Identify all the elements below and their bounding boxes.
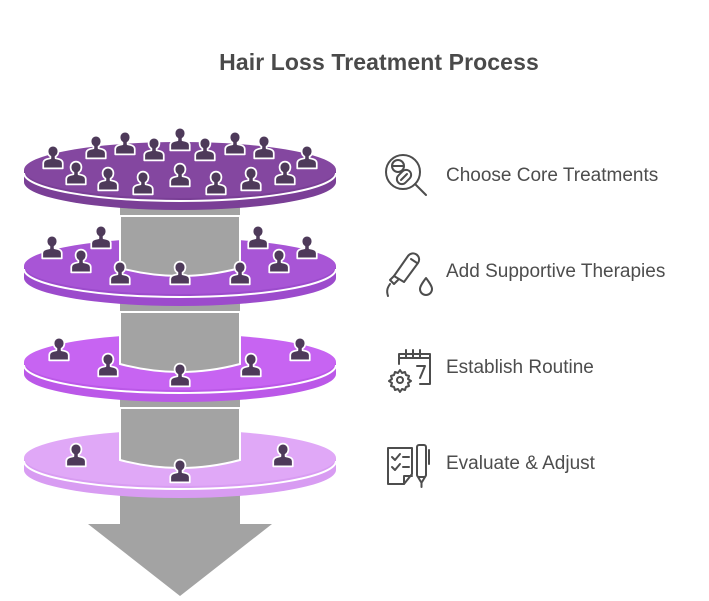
step-label: Evaluate & Adjust [446,453,595,474]
down-arrow [88,490,272,596]
disc-edge-highlight [23,172,337,202]
step-establish-routine: Establish Routine [380,340,700,396]
person-icon [247,224,269,250]
person-icon [169,126,191,152]
checklist-pen-icon [387,444,430,488]
layers-group [23,126,337,596]
diagram-title: Hair Loss Treatment Process [219,49,539,75]
disc-edge-highlight [23,460,337,490]
calendar-gear-icon [388,349,431,393]
person-icon [114,130,136,156]
person-icon [90,224,112,250]
step-choose-core-treatments: Choose Core Treatments [380,148,700,204]
person-icon [41,234,63,260]
pill-magnifier-icon [385,154,427,196]
dropper-bottle-icon [386,252,433,297]
person-icon [296,234,318,260]
step-evaluate-adjust: Evaluate & Adjust [380,436,700,492]
step-label: Establish Routine [446,357,594,378]
step-label: Choose Core Treatments [446,165,659,186]
disc-layer-2 [23,215,337,306]
disc-edge-highlight [23,364,337,394]
step-label: Add Supportive Therapies [446,261,666,282]
disc-layer-3 [23,311,337,402]
person-icon [224,130,246,156]
step-add-supportive-therapies: Add Supportive Therapies [380,244,700,300]
disc-edge-highlight [23,268,337,298]
